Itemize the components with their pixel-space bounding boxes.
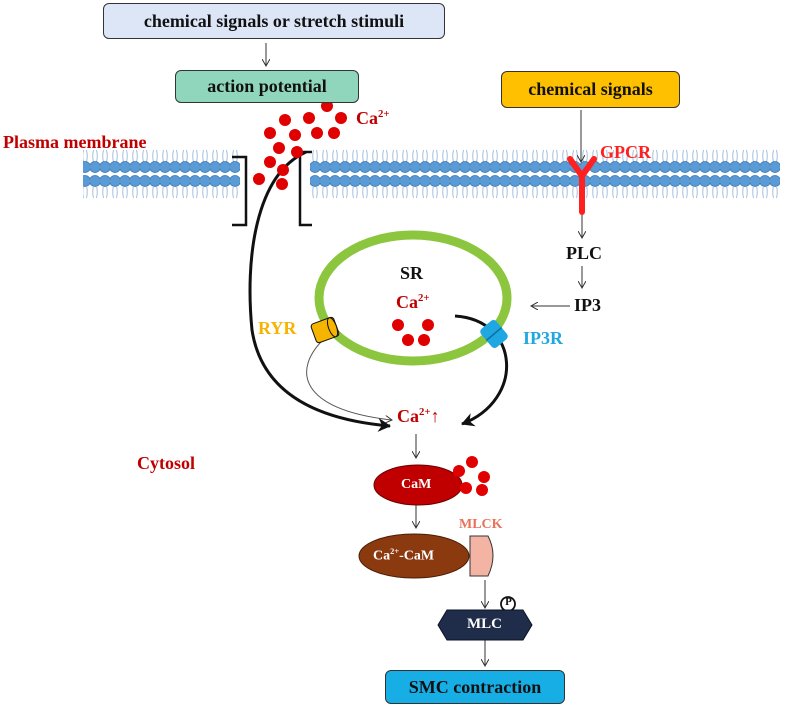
ca-cam-symbol: Ca — [373, 548, 391, 564]
extracellular-calcium-label: Ca2+ — [356, 108, 390, 129]
cam-label: CaM — [401, 477, 432, 492]
plasma-membrane-label: Plasma membrane — [3, 132, 147, 152]
ip3r-efflux-curve — [454, 314, 509, 427]
channel-influx-curve — [248, 150, 391, 432]
cytosolic-calcium-label: Ca2+↑ — [397, 406, 440, 427]
cyto-ca-symbol: Ca — [397, 406, 419, 426]
mlck-shape — [469, 535, 494, 577]
ca-cam-label: Ca2+-CaM — [373, 547, 434, 565]
action-potential-box: action potential — [175, 70, 359, 103]
cytosol-label: Cytosol — [137, 453, 195, 473]
increase-arrow: ↑ — [430, 406, 440, 426]
ip3r-channel — [480, 320, 508, 348]
sr-ca-charge: 2+ — [418, 292, 430, 304]
membrane-left-segment — [83, 150, 240, 208]
smc-contraction-box: SMC contraction — [385, 670, 565, 704]
sr-ca-symbol: Ca — [396, 292, 418, 312]
ca-charge: 2+ — [378, 108, 390, 120]
sr-organelle — [314, 230, 512, 366]
sr-calcium-ions — [392, 319, 434, 346]
ryr-label: RYR — [258, 318, 297, 338]
ryr-efflux-curve — [306, 336, 392, 420]
ryr-channel — [310, 316, 340, 344]
mlc-hexagon — [437, 609, 533, 641]
phospho-label: P — [505, 596, 512, 608]
sr-label: SR — [400, 263, 424, 283]
membrane-right-segment — [310, 150, 780, 208]
cyto-ca-charge: 2+ — [419, 406, 431, 418]
ip3r-label: IP3R — [523, 328, 563, 348]
ip3-label: IP3 — [574, 295, 601, 315]
gpcr-receptor — [567, 156, 597, 215]
ca-symbol: Ca — [356, 108, 378, 128]
ca-cam-suffix: -CaM — [399, 548, 435, 564]
stimuli-box: chemical signals or stretch stimuli — [103, 3, 445, 39]
mlck-label: MLCK — [459, 517, 503, 532]
channel-bracket-left — [232, 155, 248, 227]
cam-calcium-ions — [453, 456, 490, 496]
ca-cam-charge: 2+ — [390, 547, 400, 556]
mlc-label: MLC — [467, 616, 502, 632]
gpcr-label: GPCR — [600, 142, 651, 162]
plc-label: PLC — [566, 243, 602, 263]
extracellular-calcium-ions — [253, 100, 347, 190]
chemical-signals-box: chemical signals — [501, 71, 680, 108]
ca-cam-ellipse — [358, 533, 470, 579]
sr-calcium-label: Ca2+ — [396, 292, 430, 313]
